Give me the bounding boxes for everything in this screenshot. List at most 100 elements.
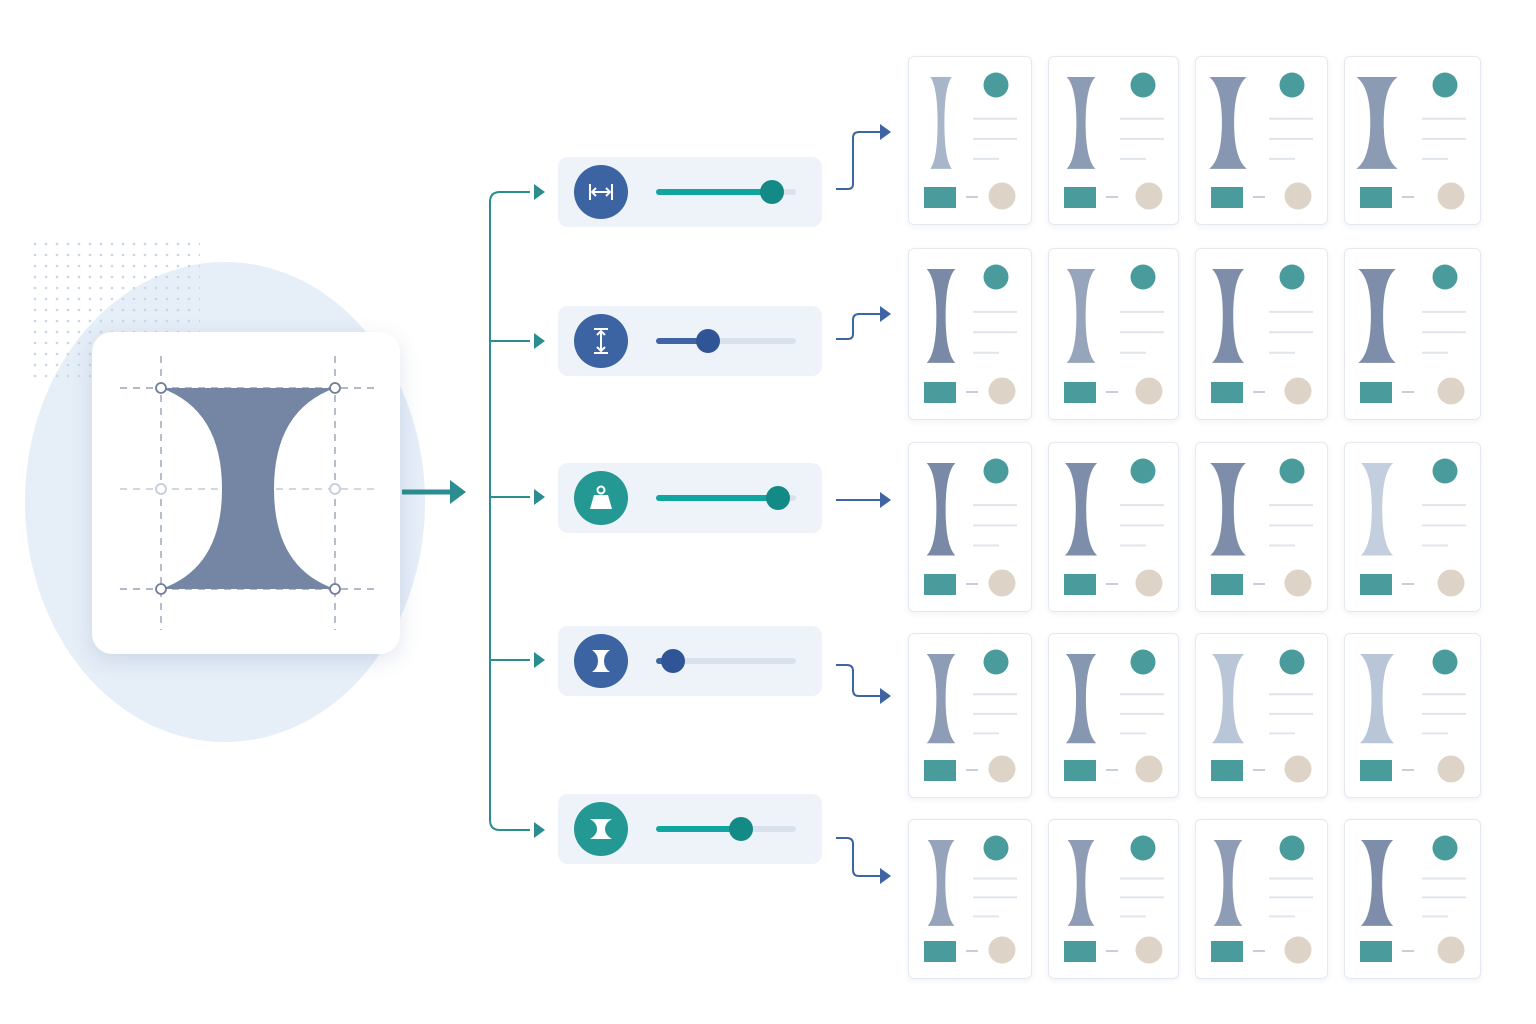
variant-glyph xyxy=(926,269,956,363)
variant-glyph xyxy=(1064,463,1098,556)
variant-card[interactable] xyxy=(908,819,1032,979)
variant-card[interactable] xyxy=(908,248,1032,420)
color-swatch xyxy=(1211,187,1243,208)
beige-dot-icon xyxy=(1135,377,1163,405)
variant-card[interactable] xyxy=(1344,248,1481,420)
slider-thumb[interactable] xyxy=(729,817,754,841)
variant-card[interactable] xyxy=(1344,56,1481,225)
variant-preview xyxy=(1360,458,1466,597)
color-swatch xyxy=(1064,941,1096,962)
beige-dot-icon xyxy=(1284,936,1312,964)
color-swatch xyxy=(1360,382,1392,403)
beige-dot-icon xyxy=(1437,182,1465,210)
height-arrows-icon xyxy=(574,314,628,368)
teal-dot-icon xyxy=(983,835,1009,861)
axis-slider-panel xyxy=(558,157,822,227)
beige-dot-icon xyxy=(988,569,1016,597)
beige-dot-icon xyxy=(1437,936,1465,964)
beige-dot-icon xyxy=(988,182,1016,210)
color-swatch xyxy=(1064,760,1096,781)
variant-card[interactable] xyxy=(1344,819,1481,979)
variant-card[interactable] xyxy=(1048,442,1179,612)
weight-icon xyxy=(574,471,628,525)
variant-preview xyxy=(924,264,1017,405)
slider-thumb[interactable] xyxy=(765,486,790,510)
narrow-glyph-icon xyxy=(574,634,628,688)
variant-card[interactable] xyxy=(1195,56,1328,225)
axis-slider-panel xyxy=(558,463,822,533)
slider-fill xyxy=(656,189,773,195)
teal-dot-icon xyxy=(1279,264,1305,290)
master-glyph xyxy=(161,388,335,589)
variant-card[interactable] xyxy=(1195,633,1328,798)
output-arrowheads xyxy=(880,124,891,884)
teal-dot-icon xyxy=(1130,72,1156,98)
branch-connectors xyxy=(489,191,530,831)
output-connectors xyxy=(836,131,880,877)
wide-glyph-icon xyxy=(574,802,628,856)
variant-preview xyxy=(1360,649,1466,783)
teal-dot-icon xyxy=(1279,458,1305,484)
beige-dot-icon xyxy=(1437,755,1465,783)
color-swatch xyxy=(1064,574,1096,595)
variant-preview xyxy=(924,649,1017,783)
beige-dot-icon xyxy=(1284,755,1312,783)
variant-card[interactable] xyxy=(908,442,1032,612)
variant-glyph xyxy=(1210,463,1246,556)
variant-glyph xyxy=(926,463,956,556)
variant-preview xyxy=(924,72,1017,210)
variant-glyph xyxy=(1360,654,1394,744)
color-swatch xyxy=(1360,187,1392,208)
variant-glyph xyxy=(1066,77,1096,169)
beige-dot-icon xyxy=(1135,182,1163,210)
beige-dot-icon xyxy=(1135,936,1163,964)
slider-thumb[interactable] xyxy=(760,180,785,204)
variant-card[interactable] xyxy=(908,56,1032,225)
color-swatch xyxy=(1211,941,1243,962)
variant-card[interactable] xyxy=(1195,442,1328,612)
variant-preview xyxy=(1064,72,1164,210)
variant-glyph xyxy=(1209,77,1247,169)
variant-card[interactable] xyxy=(1195,248,1328,420)
variant-preview xyxy=(924,458,1017,597)
slider-track[interactable] xyxy=(656,817,796,841)
slider-track[interactable] xyxy=(656,649,796,673)
variant-card[interactable] xyxy=(908,633,1032,798)
teal-dot-icon xyxy=(1432,835,1458,861)
variant-preview xyxy=(1210,458,1313,597)
beige-dot-icon xyxy=(1135,569,1163,597)
color-swatch xyxy=(1360,941,1392,962)
variant-card[interactable] xyxy=(1048,56,1179,225)
teal-dot-icon xyxy=(1130,264,1156,290)
master-glyph-card xyxy=(92,332,400,654)
variant-preview xyxy=(1211,264,1313,405)
teal-dot-icon xyxy=(1432,264,1458,290)
slider-track[interactable] xyxy=(656,486,796,510)
slider-track[interactable] xyxy=(656,180,796,204)
teal-dot-icon xyxy=(983,264,1009,290)
variant-card[interactable] xyxy=(1048,248,1179,420)
variant-card[interactable] xyxy=(1344,442,1481,612)
slider-track[interactable] xyxy=(656,329,796,353)
color-swatch xyxy=(1360,574,1392,595)
variant-glyph xyxy=(1211,269,1245,363)
color-swatch xyxy=(924,941,956,962)
axis-slider-panel xyxy=(558,794,822,864)
slider-thumb[interactable] xyxy=(660,649,685,673)
beige-dot-icon xyxy=(1284,569,1312,597)
color-swatch xyxy=(924,760,956,781)
variant-card[interactable] xyxy=(1344,633,1481,798)
color-swatch xyxy=(1211,574,1243,595)
main-arrow xyxy=(402,480,466,504)
variant-preview xyxy=(1064,458,1164,597)
color-swatch xyxy=(924,187,956,208)
slider-thumb[interactable] xyxy=(695,329,720,353)
variant-card[interactable] xyxy=(1048,819,1179,979)
slider-fill xyxy=(656,495,778,501)
teal-dot-icon xyxy=(1279,835,1305,861)
variant-preview xyxy=(1211,835,1313,964)
variant-card[interactable] xyxy=(1195,819,1328,979)
control-points[interactable] xyxy=(155,382,341,595)
variant-card[interactable] xyxy=(1048,633,1179,798)
